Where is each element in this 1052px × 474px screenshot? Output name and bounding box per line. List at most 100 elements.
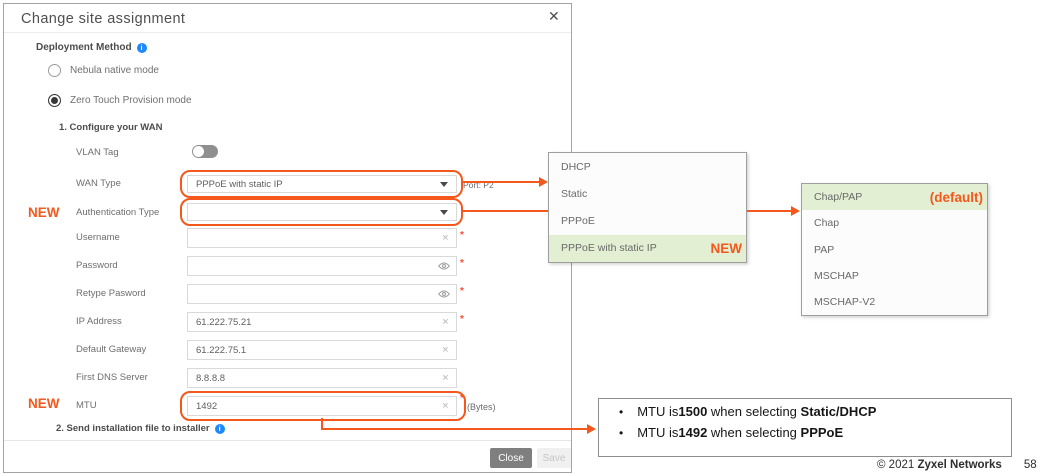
arrow-mtu-line-vertical <box>321 418 323 429</box>
first-dns-label: First DNS Server <box>76 372 148 383</box>
default-badge: (default) <box>929 189 983 205</box>
new-badge-mtu: NEW <box>28 396 60 411</box>
auth-type-select[interactable] <box>187 203 457 221</box>
change-site-assignment-dialog: Change site assignment ✕ Deployment Meth… <box>3 3 572 473</box>
note-bold-mode: Static/DHCP <box>800 404 877 419</box>
radio-label-zero-touch: Zero Touch Provision mode <box>70 95 192 106</box>
wan-type-select[interactable]: PPPoE with static IP <box>187 175 457 193</box>
menu-item-label: Chap <box>814 217 840 230</box>
chevron-down-icon <box>440 182 448 187</box>
retype-password-label: Retype Pasword <box>76 288 146 299</box>
menu-item-pppoe-static-ip[interactable]: PPPoE with static IP NEW <box>549 234 746 262</box>
mtu-input[interactable]: 1492 ✕ <box>187 396 457 416</box>
mtu-label: MTU <box>76 400 97 411</box>
note-bold-value: 1492 <box>678 425 708 440</box>
auth-type-label: Authentication Type <box>76 207 160 218</box>
username-label: Username <box>76 232 120 243</box>
clear-icon[interactable]: ✕ <box>441 400 449 411</box>
menu-item-label: Chap/PAP <box>814 191 863 204</box>
ip-address-value: 61.222.75.21 <box>196 316 252 328</box>
menu-item-pap[interactable]: PAP <box>802 236 987 262</box>
section-send-installation-file: 2. Send installation file to installer i <box>56 423 225 434</box>
eye-icon[interactable] <box>438 290 450 299</box>
note-text: MTU is <box>637 404 679 419</box>
note-text: when selecting <box>707 425 801 440</box>
username-input[interactable]: ✕ <box>187 228 457 248</box>
note-bold-value: 1500 <box>678 404 708 419</box>
toggle-knob <box>193 146 204 157</box>
required-asterisk: * <box>460 286 464 297</box>
menu-item-mschap[interactable]: MSCHAP <box>802 263 987 289</box>
menu-item-mschap-v2[interactable]: MSCHAP-V2 <box>802 289 987 315</box>
close-button[interactable]: Close <box>490 448 532 468</box>
arrow-mtu-head <box>587 423 596 434</box>
section2-text: 2. Send installation file to installer <box>56 423 210 434</box>
menu-item-label: DHCP <box>561 160 591 173</box>
eye-icon[interactable] <box>438 262 450 271</box>
auth-type-dropdown-menu: Chap/PAP (default) Chap PAP MSCHAP MSCHA… <box>801 183 988 316</box>
clear-icon[interactable]: ✕ <box>441 372 449 383</box>
arrow-mtu-line-horizontal <box>321 428 588 430</box>
mtu-unit-label: (Bytes) <box>467 402 496 412</box>
copyright-year: © 2021 <box>877 459 918 471</box>
menu-item-label: MSCHAP-V2 <box>814 295 876 308</box>
mtu-value: 1492 <box>196 400 218 412</box>
radio-zero-touch-provision-mode[interactable] <box>48 94 61 107</box>
radio-label-nebula-native: Nebula native mode <box>70 65 159 76</box>
required-asterisk: * <box>460 230 464 241</box>
default-gateway-input[interactable]: 61.222.75.1 ✕ <box>187 340 457 360</box>
menu-item-label: PAP <box>814 243 835 256</box>
deployment-method-text: Deployment Method <box>36 42 132 53</box>
header-divider <box>4 32 571 33</box>
arrow-auth-line-right <box>747 210 792 212</box>
default-gateway-label: Default Gateway <box>76 344 147 355</box>
menu-item-label: PPPoE with static IP <box>561 242 657 255</box>
menu-item-chap-pap[interactable]: Chap/PAP (default) <box>802 184 987 211</box>
menu-item-label: PPPoE <box>561 215 595 228</box>
radio-nebula-native-mode[interactable] <box>48 64 61 77</box>
password-input[interactable] <box>187 256 457 276</box>
ip-address-input[interactable]: 61.222.75.21 ✕ <box>187 312 457 332</box>
port-label: Port: P2 <box>463 180 494 190</box>
page-number: 58 <box>1023 459 1037 471</box>
required-asterisk: * <box>460 393 464 404</box>
deployment-method-label: Deployment Method i <box>36 42 147 53</box>
save-button[interactable]: Save <box>537 448 571 468</box>
wan-type-dropdown-menu: DHCP Static PPPoE PPPoE with static IP N… <box>548 152 747 263</box>
info-icon[interactable]: i <box>136 42 147 53</box>
default-gateway-value: 61.222.75.1 <box>196 344 247 356</box>
note-text: MTU is <box>637 425 679 440</box>
ip-address-label: IP Address <box>76 316 122 327</box>
new-badge-auth-type: NEW <box>28 205 60 220</box>
arrow-auth-line-left <box>461 210 548 212</box>
menu-item-dhcp[interactable]: DHCP <box>549 153 746 180</box>
retype-password-input[interactable] <box>187 284 457 304</box>
menu-item-static[interactable]: Static <box>549 180 746 207</box>
menu-item-pppoe[interactable]: PPPoE <box>549 208 746 235</box>
menu-item-label: MSCHAP <box>814 269 859 282</box>
dialog-title: Change site assignment <box>21 11 186 27</box>
password-label: Password <box>76 260 118 271</box>
note-text: when selecting <box>707 404 801 419</box>
vlan-tag-toggle[interactable] <box>192 145 218 158</box>
arrow-auth-head <box>791 205 800 216</box>
menu-item-chap[interactable]: Chap <box>802 210 987 236</box>
footer-divider <box>4 440 571 441</box>
info-icon[interactable]: i <box>214 423 225 434</box>
first-dns-input[interactable]: 8.8.8.8 ✕ <box>187 368 457 388</box>
chevron-down-icon <box>440 210 448 215</box>
arrow-wan-type-head <box>539 176 548 187</box>
clear-icon[interactable]: ✕ <box>441 232 449 243</box>
clear-icon[interactable]: ✕ <box>441 344 449 355</box>
vlan-tag-label: VLAN Tag <box>76 147 119 158</box>
required-asterisk: * <box>460 314 464 325</box>
clear-icon[interactable]: ✕ <box>441 316 449 327</box>
brand-name: Zyxel Networks <box>917 459 1002 471</box>
new-badge: NEW <box>710 240 743 256</box>
first-dns-value: 8.8.8.8 <box>196 372 226 384</box>
close-icon[interactable]: ✕ <box>548 8 560 24</box>
